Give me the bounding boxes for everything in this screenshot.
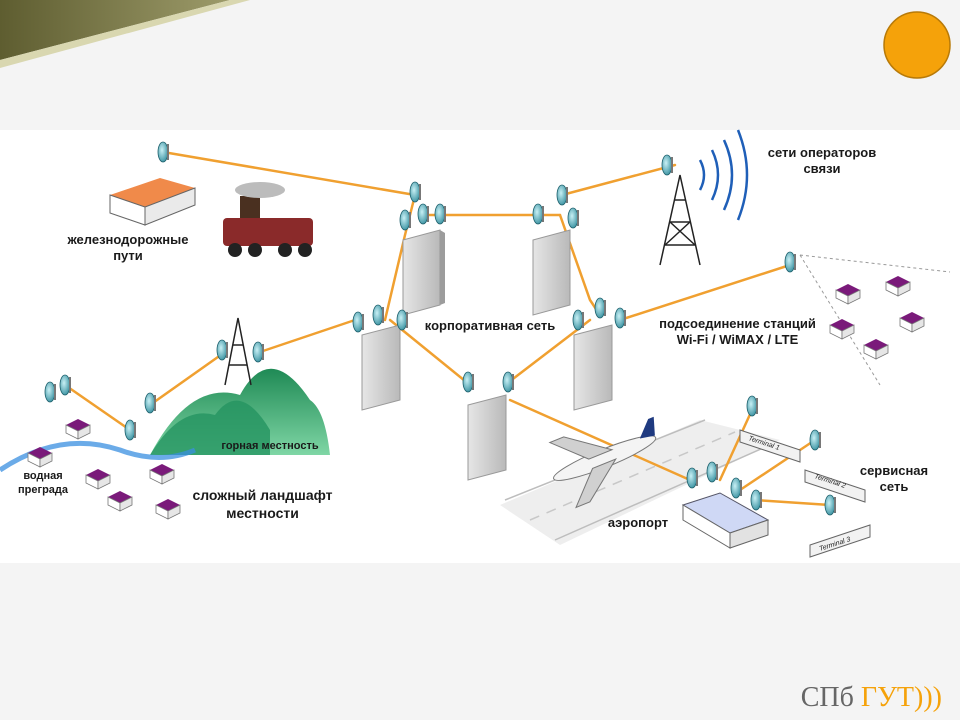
orange-circle-icon	[883, 11, 951, 79]
label-mountain: горная местность	[221, 440, 319, 452]
antenna-icon	[372, 304, 384, 326]
antenna-icon	[434, 203, 446, 225]
house-icon	[65, 419, 91, 440]
antenna-icon	[614, 307, 626, 329]
antenna-icon	[661, 154, 673, 176]
antenna-icon	[532, 203, 544, 225]
antenna-icon	[572, 309, 584, 331]
antenna-icon	[784, 251, 796, 273]
antenna-icon	[824, 494, 836, 516]
antenna-icon	[157, 141, 169, 163]
antenna-icon	[44, 381, 56, 403]
house-icon	[885, 276, 911, 297]
house-icon	[27, 447, 53, 468]
label-landscape: сложный ландшафт местности	[192, 487, 333, 521]
antenna-icon	[216, 339, 228, 361]
logo-text: СПб	[800, 682, 861, 713]
label-railway: железнодорожные пути	[67, 232, 189, 264]
antenna-icon	[567, 207, 579, 229]
label-operators: сети операторов связи	[767, 145, 877, 177]
header-decoration	[0, 0, 960, 130]
mountains	[150, 368, 330, 455]
house-icon	[863, 339, 889, 360]
house-icon	[835, 284, 861, 305]
house-icon	[829, 319, 855, 340]
office-tower	[361, 324, 401, 411]
locomotive-icon	[223, 182, 313, 257]
antenna-icon	[124, 419, 136, 441]
label-stations: подсоединение станций Wi-Fi / WiMAX / LT…	[659, 316, 816, 348]
antennas	[44, 141, 836, 516]
terminal-switches	[739, 429, 871, 558]
office-tower	[532, 229, 571, 316]
railway-station	[109, 178, 196, 226]
office-tower	[573, 324, 613, 411]
label-airport: аэропорт	[607, 515, 669, 530]
antenna-icon	[594, 297, 606, 319]
logo-accent: ГУТ	[860, 682, 915, 713]
antenna-icon	[396, 309, 408, 331]
office-tower	[467, 394, 507, 481]
antenna-icon	[399, 209, 411, 231]
antenna-icon	[556, 184, 568, 206]
signal-waves	[698, 129, 749, 221]
office-towers	[361, 229, 613, 481]
house-icon	[149, 464, 175, 485]
label-corporate: корпоративная сеть	[424, 318, 556, 333]
antenna-icon	[417, 203, 429, 225]
antenna-icon	[409, 181, 421, 203]
coverage-fan	[799, 254, 951, 386]
antenna-icon	[730, 477, 742, 499]
office-tower	[402, 229, 445, 316]
house-icon	[899, 312, 925, 333]
antenna-icon	[809, 429, 821, 451]
houses	[27, 276, 925, 520]
antenna-icon	[706, 461, 718, 483]
lattice-tower	[659, 174, 701, 266]
link-lines	[63, 150, 832, 507]
label-water: водная преграда	[18, 470, 68, 496]
antenna-icon	[686, 467, 698, 489]
house-icon	[155, 499, 181, 520]
antenna-icon	[750, 489, 762, 511]
antenna-icon	[252, 341, 264, 363]
antenna-icon	[502, 371, 514, 393]
antenna-icon	[144, 392, 156, 414]
house-icon	[107, 491, 133, 512]
mountain-tower	[224, 317, 252, 386]
airport-terminal	[681, 492, 770, 549]
label-service: сервисная сеть	[859, 463, 929, 495]
antenna-icon	[59, 374, 71, 396]
antenna-icon	[352, 311, 364, 333]
antenna-icon	[462, 371, 474, 393]
logo: СПб ГУТ)))	[801, 682, 942, 714]
antenna-icon	[746, 395, 758, 417]
house-icon	[85, 469, 111, 490]
logo-waves-icon: )))	[914, 682, 942, 713]
airplane-icon	[548, 416, 657, 509]
